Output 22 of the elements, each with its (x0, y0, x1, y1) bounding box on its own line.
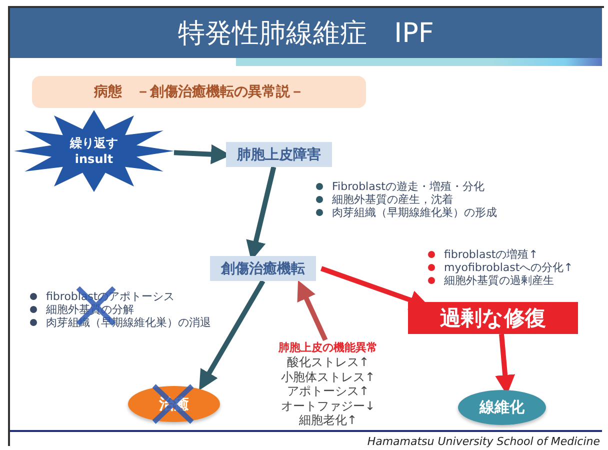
bullet-text: fibroblastの増殖↑ (444, 248, 538, 261)
process-box: 肺胞上皮障害 (226, 142, 332, 167)
process-box: 創傷治癒機転 (210, 256, 316, 281)
bullet-text: myofibroblastへの分化↑ (444, 261, 573, 274)
text-line: アポトーシス↑ (286, 384, 370, 398)
bullet-text: Fibroblastの遊走・増殖・分化 (332, 180, 484, 193)
heading-band: 病態 －創傷治癒機転の異常説－ (32, 76, 366, 108)
arrow (199, 280, 266, 390)
process-box: 過剰な修復 (408, 302, 578, 334)
text-line: 酸化ストレス↑ (286, 355, 370, 370)
bullet-text: 肉芽組織（早期線維化巣）の形成 (332, 206, 497, 219)
text-heading: 肺胞上皮の機能異常 (278, 340, 378, 355)
starburst-shape: 繰り返す insult (14, 110, 174, 192)
result-oval: 線維化 (458, 390, 546, 425)
bullet-text: 細胞外基質の過剰産生 (444, 274, 554, 287)
arrow (297, 280, 328, 342)
bullet-text: 細胞外基質の産生，沈着 (332, 193, 453, 206)
footer-text: Hamamatsu University School of Medicine (367, 435, 600, 448)
title: 特発性肺線維症 IPF (178, 17, 434, 51)
text-line: オートファジー↓ (280, 398, 376, 413)
text-line: 細胞老化↑ (298, 413, 358, 428)
text-line: 小胞体ストレス↑ (280, 370, 376, 384)
